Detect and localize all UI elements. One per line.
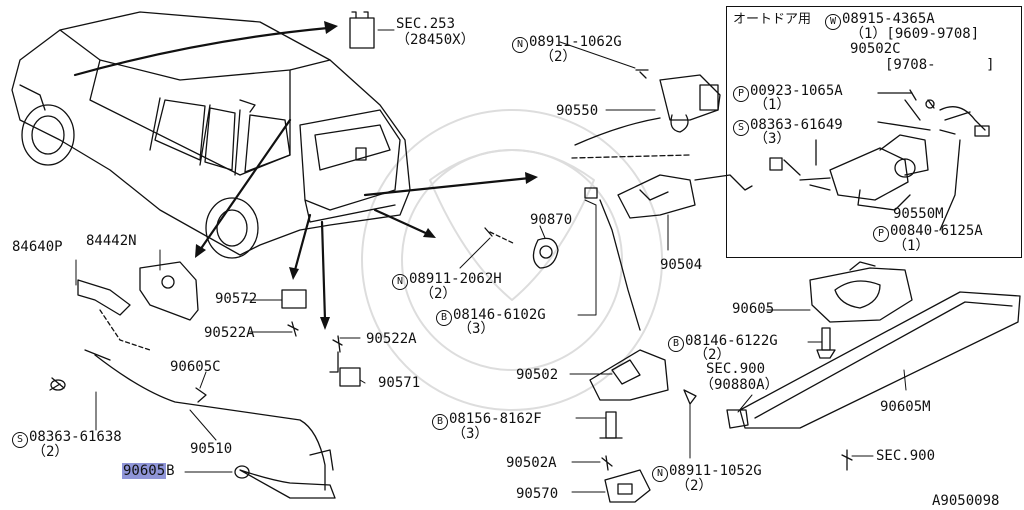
label-90605b-highlighted: 90605B — [122, 463, 175, 479]
inset-90502c-range: [9708- ] — [885, 57, 995, 73]
label-b1-qty: （3） — [458, 321, 495, 337]
label-84640p: 84640P — [12, 239, 63, 255]
inset-p1-qty: （1） — [754, 97, 791, 113]
watermark-emblem — [361, 109, 663, 411]
label-90522a-2: 90522A — [366, 331, 417, 347]
label-90550: 90550 — [556, 103, 599, 119]
inset-90550m: 90550M — [893, 206, 944, 222]
inset-p2-qty: （1） — [893, 238, 930, 254]
label-90605: 90605 — [732, 301, 775, 317]
inset-w-qty: （1）[9609-9708] — [850, 26, 980, 42]
label-sec900: SEC.900 — [706, 361, 766, 377]
label-90605m: 90605M — [880, 399, 931, 415]
vehicle-illustration — [11, 11, 411, 259]
label-90570: 90570 — [516, 486, 559, 502]
arrowheads — [195, 21, 538, 330]
highlight-90605: 90605 — [122, 463, 167, 479]
label-84442n: 84442N — [86, 233, 137, 249]
label-n2-qty: （2） — [420, 286, 457, 302]
label-s2-qty: （2） — [32, 444, 69, 460]
label-sec253: SEC.253 — [396, 16, 456, 32]
label-90572: 90572 — [215, 291, 258, 307]
label-n3-qty: （2） — [676, 478, 713, 494]
figure-id: A9050098 — [932, 493, 1000, 509]
label-n1-qty: （2） — [540, 49, 577, 65]
inset-actuator-drawing — [769, 89, 990, 231]
label-90502: 90502 — [516, 367, 559, 383]
label-sec900-ref: （90880A） — [700, 377, 779, 393]
label-90502a: 90502A — [506, 455, 557, 471]
inset-90502c: 90502C — [850, 41, 901, 57]
label-90870: 90870 — [530, 212, 573, 228]
auto-door-inset-box — [726, 6, 1022, 258]
label-90571: 90571 — [378, 375, 421, 391]
module-sec253-shape — [349, 17, 375, 49]
label-b3-qty: （3） — [452, 426, 489, 442]
label-b2-qty: （2） — [694, 347, 731, 363]
label-90605c: 90605C — [170, 359, 221, 375]
label-sec253-ref: （28450X） — [396, 32, 475, 48]
inset-s1-qty: （3） — [754, 131, 791, 147]
inset-title: オートドア用 — [733, 12, 812, 27]
label-90522a-1: 90522A — [204, 325, 255, 341]
label-sec900-b: SEC.900 — [876, 448, 936, 464]
label-90504: 90504 — [660, 257, 703, 273]
callout-arrows — [73, 26, 532, 322]
label-90510: 90510 — [190, 441, 233, 457]
